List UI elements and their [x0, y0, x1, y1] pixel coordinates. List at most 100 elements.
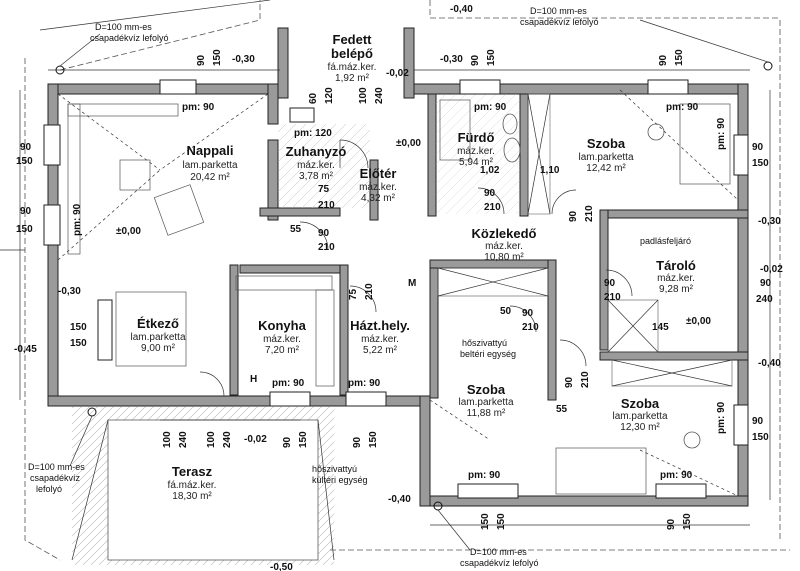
room-finish: máz.ker.	[657, 273, 695, 284]
ceiling-lines	[57, 89, 739, 497]
dimension-label: 150	[752, 432, 769, 443]
dimension-label: pm: 90	[348, 378, 381, 389]
dimension-label: 90	[352, 436, 363, 448]
dimension-label: 90	[752, 142, 764, 153]
dimension-label: 90	[760, 278, 772, 289]
dimension-label: 150	[486, 49, 497, 66]
room-name: Tároló	[656, 258, 696, 273]
room-etkezo: Étkező lam.parketta 9,00 m²	[130, 316, 185, 354]
dimension-label: 60	[308, 92, 319, 104]
room-area: 1,92 m²	[335, 73, 370, 84]
room-area: 5,22 m²	[363, 345, 398, 356]
room-name-2: belépő	[331, 46, 373, 61]
room-area: 12,30 m²	[620, 422, 660, 433]
level-marker: -0,30	[232, 54, 255, 65]
dimension-label: 240	[756, 294, 773, 305]
dimension-label: 90	[564, 376, 575, 388]
room-name: Előtér	[360, 166, 397, 181]
room-finish: lam.parketta	[612, 411, 667, 422]
dimension-label: 210	[604, 292, 621, 303]
dimension-label: 75	[318, 184, 330, 195]
room-name: Fürdő	[458, 130, 495, 145]
room-area: 11,88 m²	[467, 408, 506, 419]
room-eloter: Előtér máz.ker. 4,32 m²	[359, 166, 397, 204]
dimension-label: 240	[178, 431, 189, 448]
level-marker: -0,02	[760, 264, 783, 275]
dimension-label: 150	[674, 49, 685, 66]
room-nappali: Nappali lam.parketta 20,42 m²	[182, 143, 237, 183]
room-finish: lam.parketta	[130, 332, 185, 343]
dimension-label: 150	[298, 431, 309, 448]
room-area: 7,20 m²	[265, 345, 300, 356]
dimension-label: 150	[16, 156, 33, 167]
gutter-note: csapadékvíz	[30, 473, 81, 483]
level-marker: -0,40	[450, 4, 473, 15]
windows	[43, 79, 749, 499]
dimension-label: 90	[282, 436, 293, 448]
dimension-label: 90	[20, 142, 32, 153]
dimension-label: 50	[500, 306, 512, 317]
room-finish: máz.ker.	[263, 334, 301, 345]
room-konyha: Konyha máz.ker. 7,20 m²	[258, 318, 306, 356]
room-kozlekedo: Közlekedő máz.ker. 10,80 m²	[471, 226, 536, 263]
room-name: Nappali	[187, 143, 234, 158]
room-szoba-3: Szoba lam.parketta 12,30 m²	[612, 396, 667, 433]
level-marker: -0,30	[758, 216, 781, 227]
dimension-label: 150	[70, 338, 87, 349]
dimension-label: 75	[348, 288, 359, 300]
room-finish: máz.ker.	[457, 146, 495, 157]
room-finish: fá.máz.ker.	[168, 480, 217, 491]
dimension-label: 210	[484, 202, 501, 213]
dimension-label: 55	[556, 404, 568, 415]
level-marker: -0,02	[244, 434, 267, 445]
room-name: Terasz	[172, 464, 213, 479]
room-terasz: Terasz fá.máz.ker. 18,30 m²	[168, 464, 217, 502]
dimension-label: 90	[568, 210, 579, 222]
room-finish: máz.ker.	[361, 334, 399, 345]
level-marker: -0,30	[58, 286, 81, 297]
dimension-label: pm: 90	[272, 378, 305, 389]
dimension-label: 210	[364, 283, 375, 300]
room-name: Étkező	[137, 316, 179, 331]
room-fedett: Fedett belépő fá.máz.ker. 1,92 m²	[328, 32, 377, 84]
dimension-label: 90	[658, 54, 669, 66]
room-name: Házt.hely.	[350, 318, 410, 333]
dimension-label: 90	[196, 54, 207, 66]
room-area: 12,42 m²	[586, 163, 626, 174]
room-area: 5,94 m²	[459, 157, 494, 168]
dimension-label: 150	[682, 513, 693, 530]
appliance-letter: H	[250, 374, 257, 385]
gutter-note: csapadékvíz lefolyó	[460, 558, 539, 568]
level-marker: -0,40	[388, 494, 411, 505]
room-szoba-2: Szoba lam.parketta 11,88 m²	[458, 382, 513, 419]
room-name: Szoba	[587, 136, 626, 151]
walls	[47, 27, 749, 507]
gutter-note: csapadékvíz lefolyó	[520, 17, 599, 27]
room-szoba-1: Szoba lam.parketta 12,42 m²	[578, 136, 633, 174]
gutter-note: D=100 mm-es	[530, 6, 587, 16]
dimension-label: 150	[70, 322, 87, 333]
dimension-label: 210	[584, 205, 595, 222]
room-name: Fedett	[333, 32, 373, 47]
room-zuhanyzo: Zuhanyzó máz.ker. 3,78 m²	[286, 144, 347, 182]
gutter-markers	[55, 19, 773, 551]
dimension-label: 90	[470, 54, 481, 66]
level-markers: -0,30 -0,40 -0,30 -0,02 ±0,00 ±0,00 ±0,0…	[14, 4, 783, 571]
level-marker: -0,02	[386, 68, 409, 79]
room-furdo: Fürdő máz.ker. 5,94 m²	[457, 130, 495, 168]
dimension-label: 90	[318, 228, 330, 239]
level-marker: -0,50	[270, 562, 293, 571]
room-finish: máz.ker.	[485, 241, 523, 252]
gutter-note: D=100 mm-es	[95, 22, 152, 32]
dimension-label: 100	[358, 87, 369, 104]
dimension-label: 150	[480, 513, 491, 530]
gutter-note: D=100 mm-es	[470, 547, 527, 557]
roof-outline	[0, 0, 790, 561]
level-marker: ±0,00	[116, 226, 141, 237]
dimension-label: 1,02	[480, 165, 500, 176]
dimension-label: 210	[318, 200, 335, 211]
dimension-label: pm: 90	[72, 203, 83, 236]
dimension-label: pm: 90	[474, 102, 507, 113]
dimensions: pm: 90 pm: 120 pm: 90 pm: 90 pm: 90 pm: …	[16, 102, 773, 481]
room-area: 3,78 m²	[299, 171, 334, 182]
